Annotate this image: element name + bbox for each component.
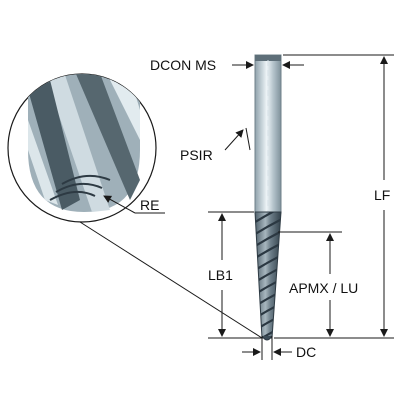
psir-dimension (224, 127, 251, 151)
flute-helix-lines (255, 212, 281, 338)
re-leader (103, 195, 165, 214)
dcon-ms-label: DCON MS (150, 57, 216, 73)
psir-label: PSIR (180, 147, 213, 163)
dc-label: DC (296, 344, 316, 360)
zoom-leader-line (79, 221, 263, 339)
lf-dimension (274, 54, 394, 339)
ball-tip (261, 335, 273, 341)
dc-dimension (242, 336, 292, 360)
apmx-lu-label: APMX / LU (289, 280, 358, 296)
apmx-lu-dimension (278, 231, 342, 337)
shank-top-cap (255, 55, 281, 61)
lf-label: LF (374, 187, 390, 203)
re-label: RE (140, 197, 159, 213)
tip-detail-zoom (7, 73, 157, 223)
lb1-dimension (208, 211, 262, 339)
lb1-label: LB1 (208, 267, 233, 283)
